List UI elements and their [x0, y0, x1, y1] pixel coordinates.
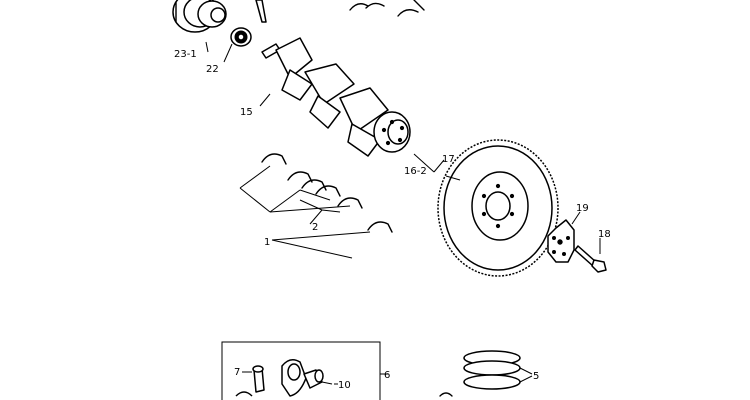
flywheel-bolt	[574, 245, 607, 273]
label-17: 17	[442, 154, 455, 165]
label-2: 2	[312, 222, 318, 233]
label-19: 19	[576, 203, 589, 214]
label-10: 10	[338, 380, 351, 391]
crank-pulley	[172, 0, 227, 33]
main-bearing-shells	[239, 153, 393, 259]
label-18: 18	[598, 229, 611, 240]
label-1: 1	[264, 237, 270, 248]
label-7: 7	[234, 367, 240, 378]
flywheel-ring-gear	[437, 139, 559, 277]
woodruff-key	[255, 0, 267, 23]
piston-rings	[439, 350, 533, 397]
flywheel-plate	[547, 219, 575, 263]
label-6: 6	[384, 370, 390, 381]
crank-gear	[230, 27, 252, 47]
label-5: 5	[533, 371, 539, 382]
label-15: 15	[240, 107, 253, 118]
upper-bearing-shells	[349, 0, 425, 17]
label-16-2: 16-2	[404, 166, 427, 177]
leader-lines	[205, 41, 601, 385]
label-23-1: 23-1	[174, 49, 197, 60]
label-22: 22	[206, 64, 219, 75]
con-rod-assembly	[221, 341, 388, 400]
crankshaft	[261, 37, 411, 157]
